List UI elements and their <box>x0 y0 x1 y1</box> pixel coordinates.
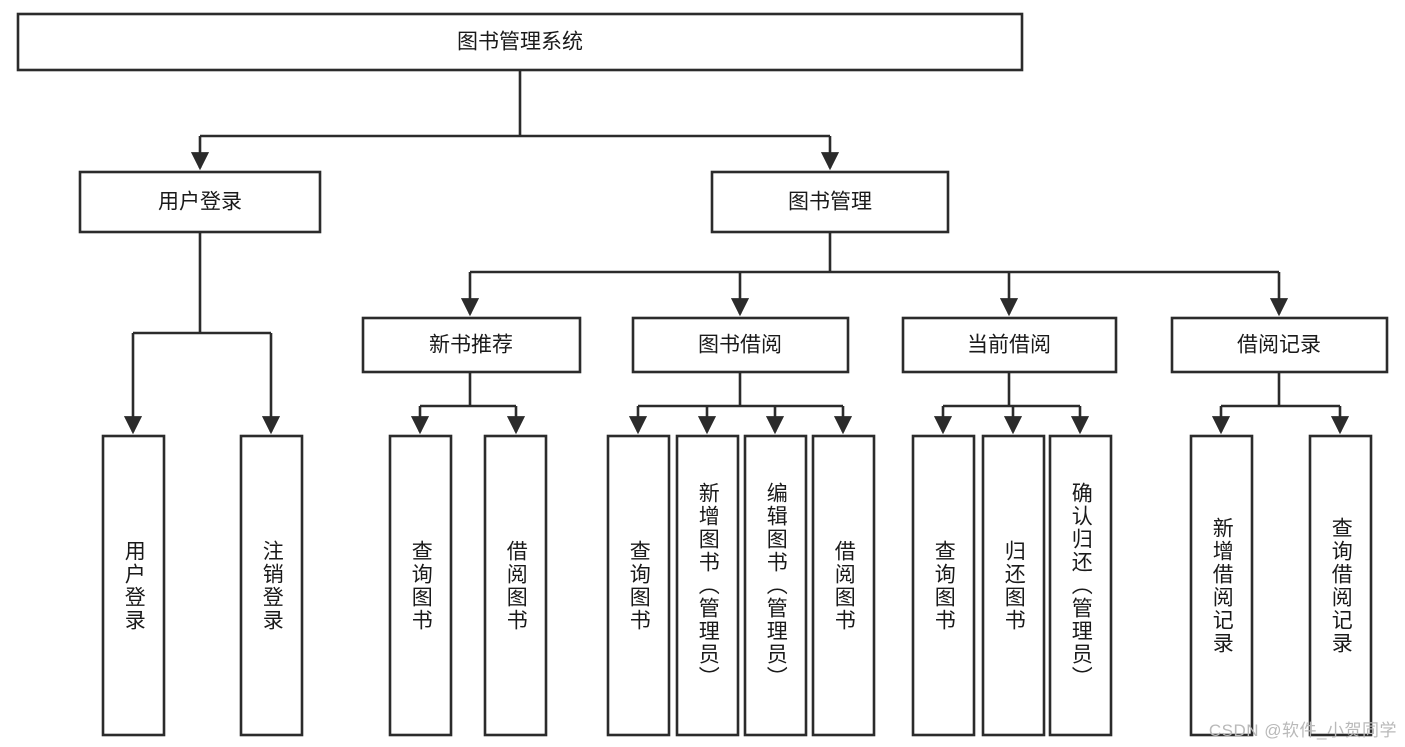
node-book-borrow-label: 图书借阅 <box>698 334 782 357</box>
node-root-box[interactable] <box>16 12 1024 72</box>
node-current-borrow-box[interactable] <box>901 316 1118 374</box>
leaf-box-add-book-admin[interactable] <box>675 434 740 737</box>
leaf-box-borrow-book-br[interactable] <box>811 434 876 737</box>
leaf-box-edit-book-admin[interactable] <box>743 434 808 737</box>
node-new-book-recommend-label: 新书推荐 <box>429 334 513 357</box>
node-root[interactable]: 图书管理系统 <box>16 12 1024 72</box>
leaf-box-user-login[interactable] <box>101 434 166 737</box>
connector-layer <box>123 70 1350 435</box>
node-new-book-recommend[interactable]: 新书推荐 <box>361 316 582 374</box>
leaf-box-query-book-cur[interactable] <box>911 434 976 737</box>
node-borrow-record[interactable]: 借阅记录 <box>1170 316 1389 374</box>
node-borrow-record-box[interactable] <box>1170 316 1389 374</box>
node-book-management[interactable]: 图书管理 <box>710 170 950 234</box>
node-root-label: 图书管理系统 <box>457 31 583 54</box>
watermark-text: CSDN @软件_小贺同学 <box>1208 721 1397 740</box>
node-borrow-record-label: 借阅记录 <box>1237 334 1321 357</box>
leaf-box-query-book-rec[interactable] <box>388 434 453 737</box>
leaf-box-borrow-book-rec[interactable] <box>483 434 548 737</box>
node-user-login-label: 用户登录 <box>158 191 242 214</box>
node-current-borrow-label: 当前借阅 <box>967 334 1051 357</box>
leaf-box-add-borrow-record[interactable] <box>1189 434 1254 737</box>
node-new-book-recommend-box[interactable] <box>361 316 582 374</box>
node-current-borrow[interactable]: 当前借阅 <box>901 316 1118 374</box>
node-user-login-box[interactable] <box>78 170 322 234</box>
leaf-box-query-borrow-rec[interactable] <box>1308 434 1373 737</box>
node-book-management-label: 图书管理 <box>788 191 872 214</box>
leaf-box-layer <box>101 434 1373 737</box>
leaf-box-confirm-return[interactable] <box>1048 434 1113 737</box>
leaf-box-logout-login[interactable] <box>239 434 304 737</box>
node-user-login[interactable]: 用户登录 <box>78 170 322 234</box>
node-book-borrow[interactable]: 图书借阅 <box>631 316 850 374</box>
leaf-box-query-book-br[interactable] <box>606 434 671 737</box>
node-book-borrow-box[interactable] <box>631 316 850 374</box>
leaf-box-return-book[interactable] <box>981 434 1046 737</box>
node-book-management-box[interactable] <box>710 170 950 234</box>
